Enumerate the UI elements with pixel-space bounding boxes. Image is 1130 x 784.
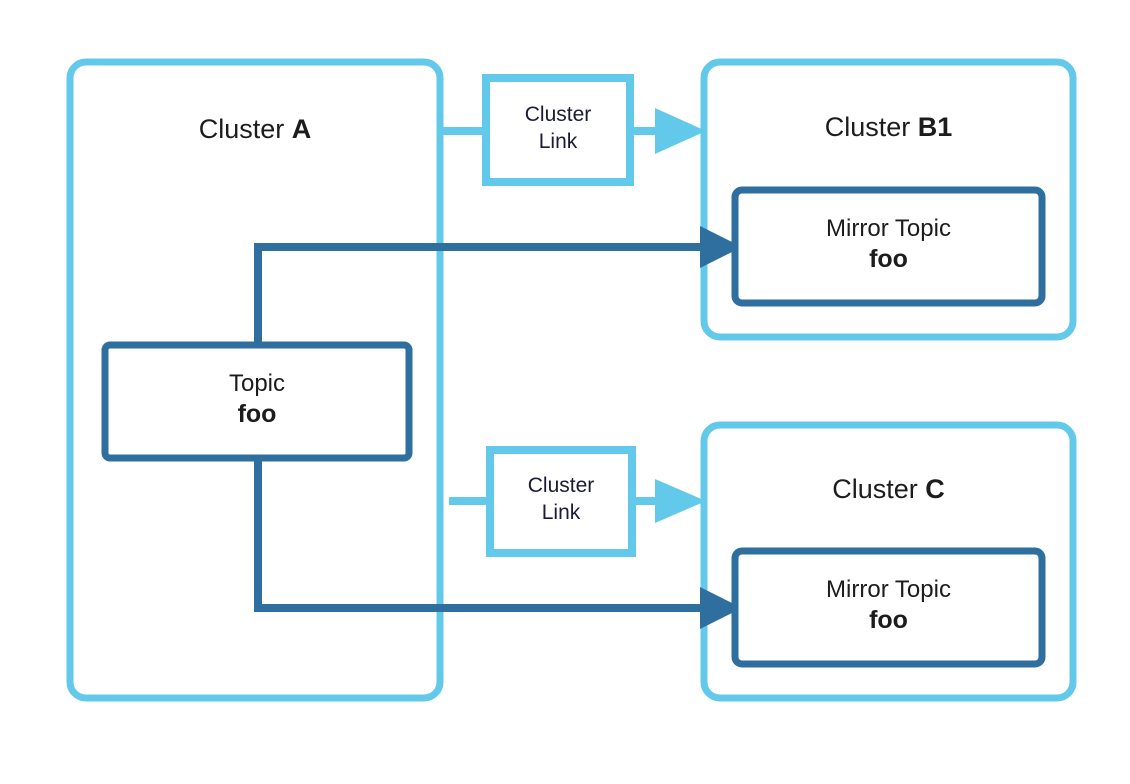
cluster-link-top-box xyxy=(482,74,634,186)
arrowhead-top-light-icon xyxy=(655,108,706,154)
arrowhead-mirror-b1-icon xyxy=(700,226,742,268)
cluster-link-bottom-box xyxy=(486,446,636,557)
arrowhead-bottom-light-icon xyxy=(655,479,706,523)
arrowhead-mirror-c-icon xyxy=(700,587,742,629)
mirror-topic-b1-box xyxy=(731,186,1046,307)
mirror-topic-c-box xyxy=(731,547,1046,668)
topic-foo-box xyxy=(101,341,413,462)
